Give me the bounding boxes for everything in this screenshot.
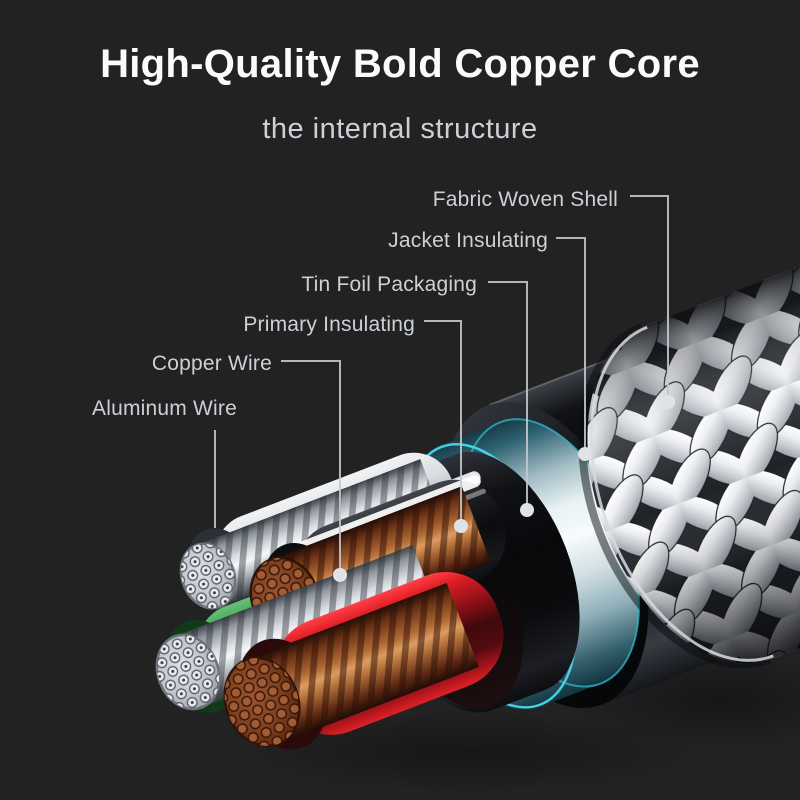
callout-label-fabric-woven-shell: Fabric Woven Shell: [432, 188, 618, 211]
leader-lines: [214, 195, 669, 573]
leader-dot-copper-wire: [333, 568, 347, 582]
callout-label-primary-insulating: Primary Insulating: [243, 313, 415, 336]
braided-shell: [578, 152, 800, 669]
leader-dot-jacket-insulating: [578, 447, 592, 461]
braid-edge-shadow: [578, 323, 771, 669]
leader-dot-primary-insulating: [454, 519, 468, 533]
callout-label-tin-foil-packaging: Tin Foil Packaging: [301, 273, 477, 296]
braid-cut-edge-highlight: [589, 325, 774, 662]
leader-dot-tin-foil-packaging: [520, 503, 534, 517]
callout-label-jacket-insulating: Jacket Insulating: [388, 229, 548, 252]
copper-wire-bottom: [223, 572, 504, 750]
aluminum-face-strand-dots: [180, 543, 236, 609]
page-subtitle: the internal structure: [262, 113, 538, 145]
leader-line-copper-wire: [281, 360, 341, 573]
callout-label-copper-wire: Copper Wire: [151, 352, 272, 375]
callout-label-aluminum-wire: Aluminum Wire: [92, 397, 237, 420]
copper-face-strand-dots: [224, 658, 300, 746]
strand-texture: [245, 582, 479, 745]
leader-dots: [333, 395, 675, 582]
leader-line-jacket-insulating: [556, 237, 586, 452]
leader-line-primary-insulating: [424, 320, 462, 524]
leader-dot-fabric-woven-shell: [661, 395, 675, 409]
aluminum-face-strand-dots: [156, 634, 220, 710]
leader-line-tin-foil-packaging: [488, 281, 528, 508]
leader-line-fabric-woven-shell: [630, 195, 669, 400]
page-title: High-Quality Bold Copper Core: [100, 42, 700, 86]
